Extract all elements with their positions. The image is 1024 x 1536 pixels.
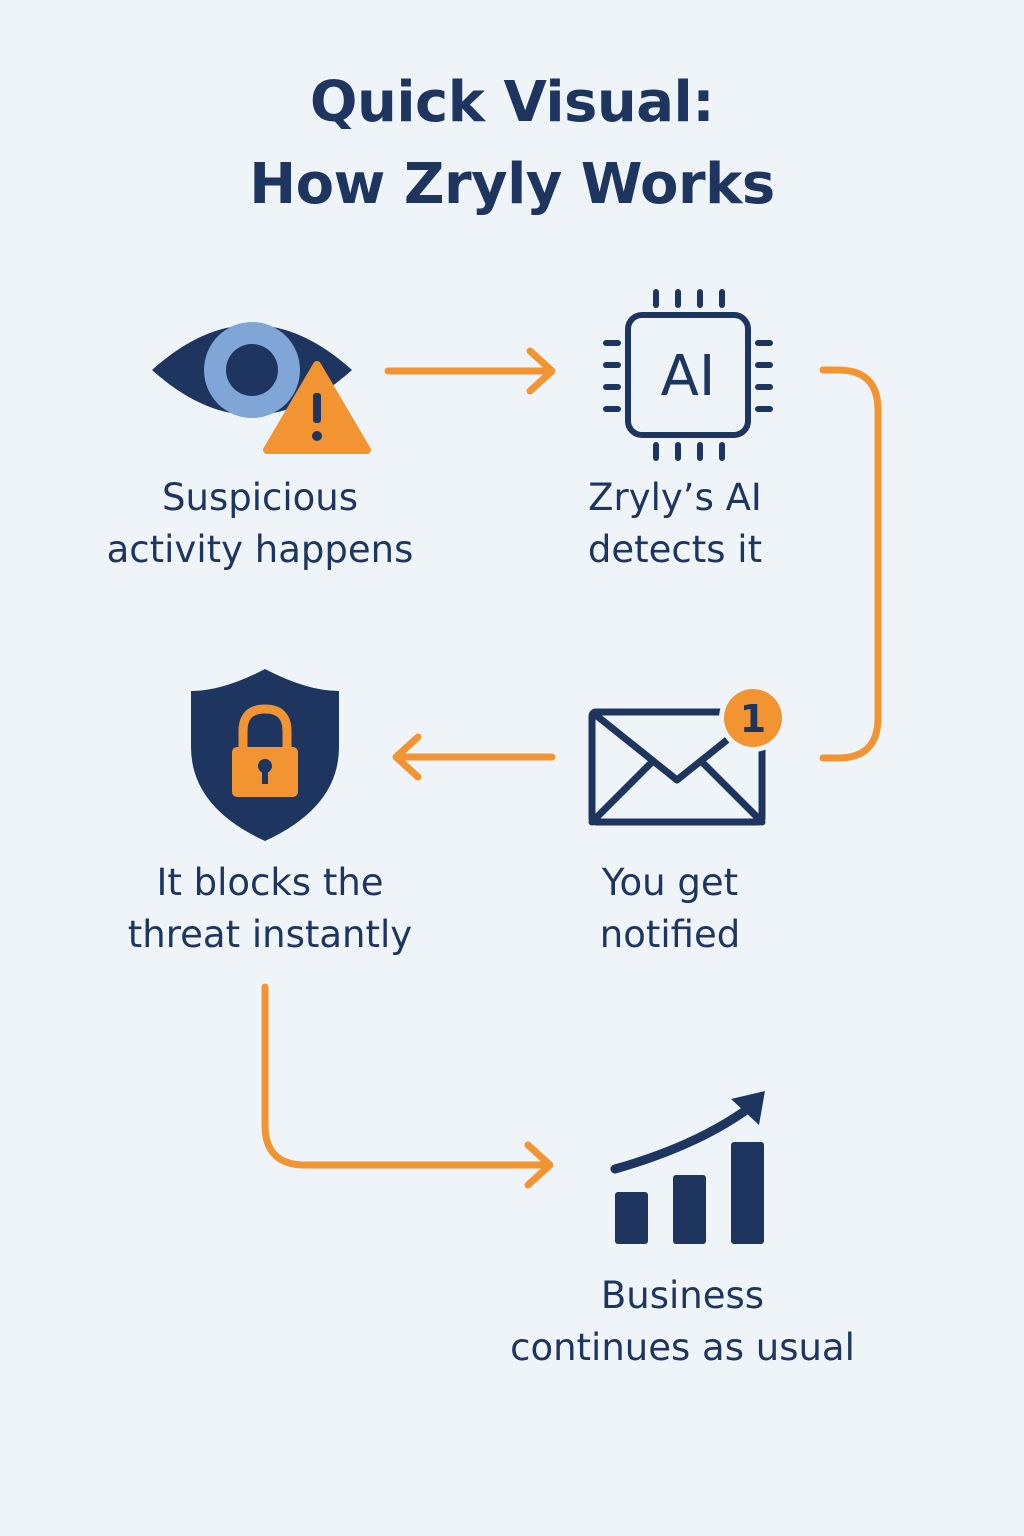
notification-badge	[724, 689, 782, 747]
step-5-label: Business continues as usual	[510, 1274, 855, 1369]
arrow-step4-to-step5	[261, 983, 554, 1189]
title-line-2: How Zryly Works	[249, 152, 775, 217]
badge-count: 1	[740, 697, 766, 741]
eye-warning-icon	[152, 322, 371, 454]
chip-text: AI	[661, 344, 716, 409]
arrow-step3-to-step4	[392, 733, 556, 781]
envelope-notification-icon: 1	[588, 684, 787, 826]
growth-chart-icon	[610, 1091, 765, 1244]
page-title: Quick Visual: How Zryly Works	[0, 62, 1024, 226]
arrow-step1-to-step2	[384, 347, 556, 395]
ai-chip-icon: AI	[603, 289, 773, 461]
step-2-label: Zryly’s AI detects it	[587, 476, 763, 571]
connector-step2-to-step3	[819, 366, 882, 762]
title-line-1: Quick Visual:	[309, 70, 715, 135]
step-3-label: You get notified	[599, 861, 741, 956]
shield-lock-icon	[191, 669, 339, 841]
step-4-label: It blocks the threat instantly	[127, 861, 413, 956]
step-1-label: Suspicious activity happens	[106, 476, 414, 571]
